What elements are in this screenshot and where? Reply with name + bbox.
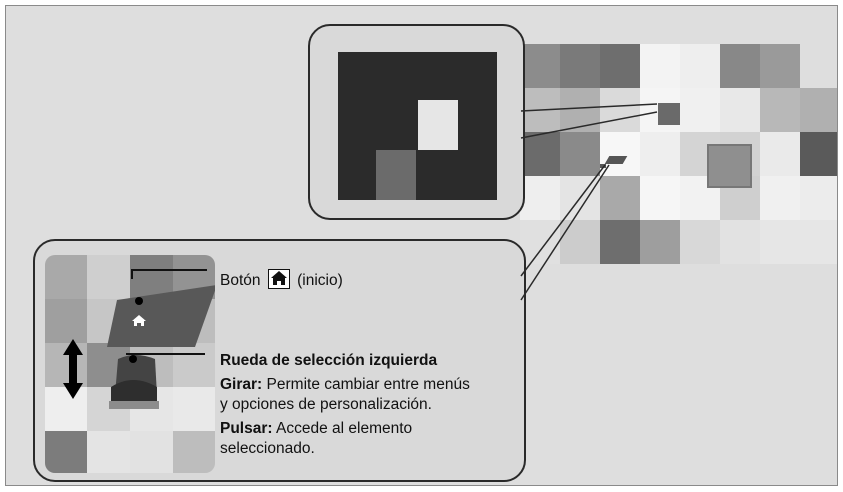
press-description: Pulsar: Accede al elemento seleccionado. — [220, 420, 413, 457]
wheel-title: Rueda de selección izquierda — [220, 352, 438, 369]
display-screen — [338, 52, 497, 200]
home-icon — [132, 315, 146, 326]
up-down-arrow-icon — [63, 339, 83, 399]
display-marker — [658, 103, 680, 125]
wheel-closeup — [45, 255, 215, 473]
display-callout — [308, 24, 525, 220]
illustration-frame: Botón (inicio) Rueda de selección izquie… — [5, 5, 838, 486]
wheel-callout: Botón (inicio) Rueda de selección izquie… — [33, 239, 526, 482]
home-button-label: Botón (inicio) — [220, 269, 343, 291]
rotate-description: Girar: Permite cambiar entre menús y opc… — [220, 376, 470, 413]
home-icon — [267, 269, 290, 289]
button-panel — [63, 285, 215, 409]
